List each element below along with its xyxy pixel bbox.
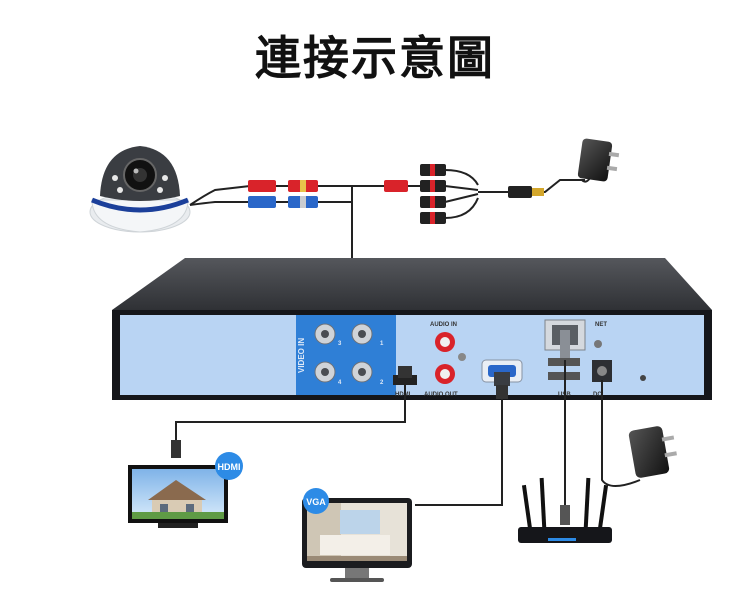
hdmi-cable	[175, 385, 406, 445]
hdmi-badge: HDMI	[215, 452, 243, 480]
dvr-recorder: VIDEO IN 1 2 3 4 AUDIO IN AUDIO OUT	[112, 258, 712, 400]
tv-monitor-icon	[128, 465, 228, 528]
vga-port-icon	[481, 359, 523, 386]
channel-label: 4	[338, 380, 342, 386]
dome-camera-icon	[89, 146, 191, 233]
power-adapter-icon	[577, 138, 620, 183]
red-power-plug-icon	[248, 180, 408, 192]
hdmi-port-icon	[393, 375, 417, 385]
hdmi-plug-icon	[171, 440, 181, 458]
audio-in-label: AUDIO IN	[430, 322, 457, 328]
network-port-icon	[544, 319, 586, 360]
power-splitter-icon	[420, 164, 585, 224]
camera-cable	[189, 185, 420, 275]
dc-port-icon	[592, 360, 612, 382]
svg-text:VGA: VGA	[306, 497, 326, 507]
video-in-block	[296, 315, 396, 395]
power-adapter-icon	[628, 426, 677, 478]
net-label: NET	[595, 322, 607, 328]
channel-label: 1	[380, 341, 384, 347]
blue-bnc-plug-icon	[248, 196, 318, 208]
video-in-label: VIDEO IN	[297, 338, 306, 373]
hdmi-port-label: HDMI	[395, 392, 411, 398]
hdmi-plug-icon	[398, 366, 412, 378]
rca-port-icon	[435, 332, 455, 384]
screw-icon	[640, 375, 646, 381]
vga-monitor-icon	[302, 498, 412, 582]
page-title: 連接示意圖	[255, 31, 495, 85]
dc-cable	[601, 380, 641, 487]
dc-label: DC	[593, 392, 602, 398]
vga-badge: VGA	[303, 488, 329, 514]
router-icon	[518, 477, 612, 543]
channel-label: 2	[380, 380, 384, 386]
audio-out-label: AUDIO OUT	[424, 392, 458, 398]
channel-label: 3	[338, 341, 342, 347]
vga-cable	[415, 385, 503, 506]
svg-text:HDMI: HDMI	[218, 462, 241, 472]
